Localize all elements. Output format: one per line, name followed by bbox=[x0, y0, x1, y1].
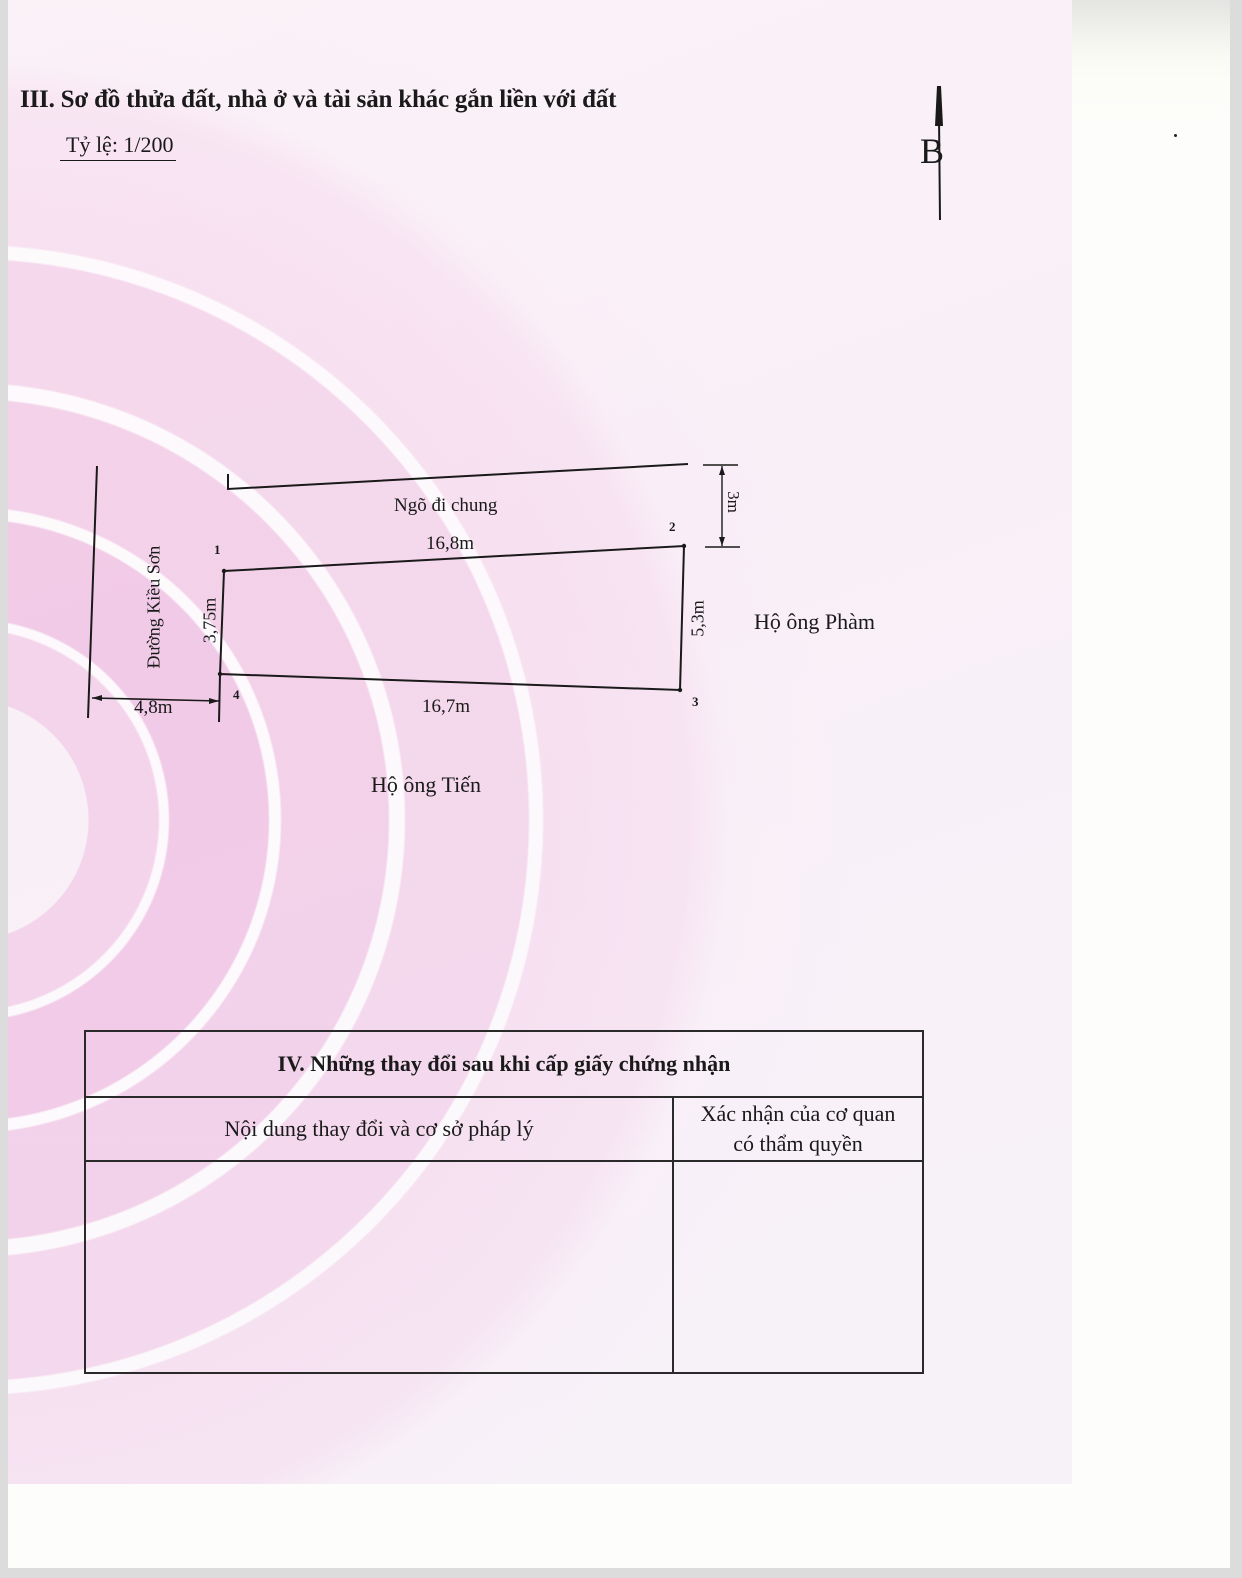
edge-4-1-length: 3,75m bbox=[199, 597, 220, 644]
north-arrow-icon bbox=[935, 86, 943, 221]
point-2-label: 2 bbox=[669, 519, 676, 534]
lane-label: Ngõ đi chung bbox=[394, 495, 498, 516]
change-confirmation-cell bbox=[672, 1160, 924, 1374]
north-label: B bbox=[920, 131, 945, 171]
section-4-title: IV. Những thay đổi sau khi cấp giấy chứn… bbox=[84, 1030, 924, 1098]
column-header-confirmation-line2: có thẩm quyền bbox=[733, 1131, 863, 1156]
neighbor-south-label: Hộ ông Tiến bbox=[371, 772, 482, 797]
lane-width-label: 3m bbox=[724, 491, 743, 513]
column-header-content: Nội dung thay đổi và cơ sở pháp lý bbox=[84, 1096, 674, 1162]
page-margin bbox=[1072, 0, 1230, 1568]
scale-label: Tỷ lệ: 1/200 bbox=[60, 132, 176, 161]
certificate-page: III. Sơ đồ thửa đất, nhà ở và tài sản kh… bbox=[8, 0, 1072, 1484]
column-header-confirmation: Xác nhận của cơ quan có thẩm quyền bbox=[672, 1096, 924, 1162]
changes-table: IV. Những thay đổi sau khi cấp giấy chứn… bbox=[84, 1030, 924, 1374]
change-content-cell bbox=[84, 1160, 674, 1374]
land-plot-diagram bbox=[87, 463, 740, 723]
point-1-label: 1 bbox=[214, 542, 221, 557]
neighbor-east-label: Hộ ông Phàm bbox=[754, 609, 875, 634]
road-label: Đường Kiều Sơn bbox=[143, 545, 164, 669]
point-4-label: 4 bbox=[233, 687, 240, 702]
road-offset-length: 4,8m bbox=[134, 697, 173, 718]
section-3-title: III. Sơ đồ thửa đất, nhà ở và tài sản kh… bbox=[20, 86, 617, 113]
edge-2-3-length: 5,3m bbox=[687, 600, 708, 637]
point-3-label: 3 bbox=[692, 694, 699, 709]
column-header-confirmation-line1: Xác nhận của cơ quan bbox=[700, 1101, 896, 1126]
edge-3-4-length: 16,7m bbox=[422, 696, 471, 717]
scan-speck bbox=[1174, 134, 1177, 137]
edge-1-2-length: 16,8m bbox=[426, 533, 475, 554]
